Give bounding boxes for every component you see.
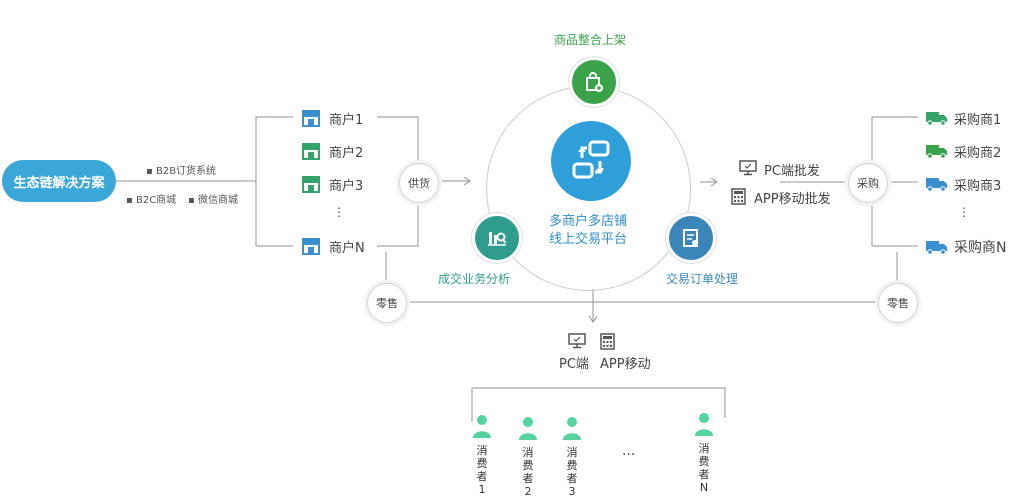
store-icon xyxy=(301,175,321,197)
b2b-system-label: ▪ B2B订货系统 xyxy=(146,166,217,177)
retail-label-right: 零售 xyxy=(887,297,909,310)
buyer-2-label: 采购商2 xyxy=(954,146,1002,161)
merchant-3-label: 商户3 xyxy=(329,179,364,194)
ecosystem-solution-label: 生态链解决方案 xyxy=(13,175,105,191)
consumer-1: 消费者1 xyxy=(472,414,492,496)
consumer-3-label: 消费者3 xyxy=(566,446,578,498)
merchant-n-label: 商户N xyxy=(329,241,365,256)
truck-icon xyxy=(926,143,948,163)
calculator-icon xyxy=(731,188,746,209)
business-analysis-label: 成交业务分析 xyxy=(438,272,511,286)
merchant-ellipsis: ⋮ xyxy=(333,205,345,219)
consumer-1-label: 消费者1 xyxy=(476,444,488,496)
platform-line-1: 多商户多店铺 xyxy=(549,214,628,229)
order-processing-label: 交易订单处理 xyxy=(666,272,739,286)
merchant-1-label: 商户1 xyxy=(329,113,364,128)
truck-icon xyxy=(926,239,948,259)
shopping-bag-icon xyxy=(569,57,619,107)
store-icon xyxy=(301,109,321,131)
sync-icon xyxy=(551,121,631,201)
person-icon xyxy=(695,413,713,436)
consumer-2: 消费者2 xyxy=(518,416,538,498)
app-wholesale-label: APP移动批发 xyxy=(754,192,831,207)
truck-icon xyxy=(926,110,948,130)
person-icon xyxy=(519,417,537,440)
person-icon xyxy=(473,415,491,438)
supply-node: 供货 xyxy=(399,163,439,203)
truck-icon xyxy=(926,176,948,196)
monitor-icon xyxy=(739,160,757,180)
supply-label: 供货 xyxy=(408,177,430,190)
platform-line-2: 线上交易平台 xyxy=(549,232,628,247)
product-listing-label: 商品整合上架 xyxy=(554,33,627,47)
document-icon xyxy=(666,213,716,263)
chart-icon xyxy=(472,213,522,263)
monitor-icon xyxy=(568,333,586,353)
consumer-n-label: 消费者N xyxy=(698,442,710,494)
purchase-label: 采购 xyxy=(857,177,879,190)
consumer-2-label: 消费者2 xyxy=(522,446,534,498)
pc-retail-label: PC端 xyxy=(559,357,589,372)
ecosystem-solution-pill: 生态链解决方案 xyxy=(2,160,116,202)
pc-wholesale-label: PC端批发 xyxy=(764,164,820,179)
app-retail-label: APP移动 xyxy=(600,357,651,372)
retail-label-left: 零售 xyxy=(376,297,398,310)
consumer-3: 消费者3 xyxy=(562,416,582,498)
store-icon xyxy=(301,142,321,164)
buyer-n-label: 采购商N xyxy=(954,240,1007,256)
wechat-mall-label: ▪ 微信商城 xyxy=(188,195,238,206)
consumer-n: 消费者N xyxy=(694,412,714,494)
purchase-node: 采购 xyxy=(848,163,888,203)
consumer-ellipsis: ··· xyxy=(622,447,636,463)
person-icon xyxy=(563,417,581,440)
retail-node-left: 零售 xyxy=(367,283,407,323)
retail-node-right: 零售 xyxy=(878,283,918,323)
buyer-1-label: 采购商1 xyxy=(954,113,1002,128)
buyer-3-label: 采购商3 xyxy=(954,179,1002,194)
store-icon xyxy=(301,237,321,259)
b2c-mall-label: ▪ B2C商城 xyxy=(126,195,177,206)
buyer-ellipsis: ⋮ xyxy=(958,205,970,219)
merchant-2-label: 商户2 xyxy=(329,146,364,161)
calculator-icon xyxy=(600,333,615,354)
